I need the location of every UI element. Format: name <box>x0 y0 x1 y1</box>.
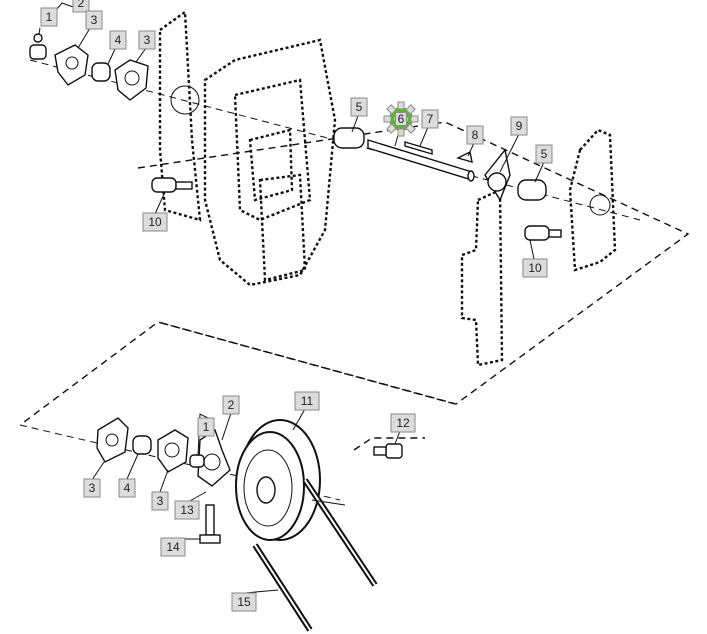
callout-2b[interactable]: 2 <box>222 395 240 415</box>
upper-frame <box>158 9 337 287</box>
belts <box>252 478 378 632</box>
callout-5b[interactable]: 5 <box>535 144 553 164</box>
callout-label: 2 <box>228 398 235 412</box>
callout-label: 3 <box>157 494 164 508</box>
callout-label: 8 <box>472 128 479 142</box>
callout-label: 10 <box>528 261 542 275</box>
callout-10[interactable]: 10 <box>142 212 168 232</box>
callout-3[interactable]: 3 <box>85 10 103 30</box>
callout-label: 1 <box>46 10 53 24</box>
callout-label: 3 <box>91 13 98 27</box>
callout-label: 10 <box>148 215 162 229</box>
callout-11[interactable]: 11 <box>294 391 320 411</box>
callout-4b[interactable]: 4 <box>118 478 136 498</box>
callout-12[interactable]: 12 <box>390 413 416 433</box>
right-frame <box>460 128 617 367</box>
callout-label: 2 <box>78 0 85 10</box>
lower-mounting-plane <box>19 321 456 451</box>
callout-2[interactable]: 2 <box>72 0 90 13</box>
callout-5[interactable]: 5 <box>350 97 368 117</box>
leader-lines <box>38 2 545 594</box>
pulley <box>235 419 403 541</box>
callout-label: 6 <box>398 112 405 126</box>
callout-8[interactable]: 8 <box>466 125 484 145</box>
callout-label: 13 <box>180 503 194 517</box>
lower-left-hardware <box>96 417 231 544</box>
callout-label: 1 <box>203 420 210 434</box>
callout-label: 3 <box>89 481 96 495</box>
callout-9[interactable]: 9 <box>510 116 528 136</box>
callout-6[interactable]: 6 <box>383 101 419 137</box>
callout-14[interactable]: 14 <box>160 537 186 557</box>
callout-7[interactable]: 7 <box>421 109 439 129</box>
callout-label: 4 <box>115 33 122 47</box>
callout-label: 14 <box>166 540 180 554</box>
callout-13[interactable]: 13 <box>174 500 200 520</box>
callout-label: 12 <box>396 416 410 430</box>
callouts: 1 2 3 4 3 5 <box>40 0 553 612</box>
callout-4[interactable]: 4 <box>109 30 127 50</box>
callout-label: 5 <box>356 100 363 114</box>
callout-15[interactable]: 15 <box>231 592 257 612</box>
callout-3b[interactable]: 3 <box>138 30 156 50</box>
upper-mounting-plane <box>137 121 690 405</box>
callout-label: 4 <box>124 481 131 495</box>
upper-left-hardware <box>29 33 149 101</box>
callout-label: 5 <box>541 147 548 161</box>
upper-shaft-assembly <box>151 127 562 241</box>
callout-label: 15 <box>237 595 251 609</box>
callout-3c[interactable]: 3 <box>83 478 101 498</box>
callout-label: 3 <box>144 33 151 47</box>
callout-3d[interactable]: 3 <box>151 491 169 511</box>
callout-1[interactable]: 1 <box>40 7 58 27</box>
callout-label: 9 <box>516 119 523 133</box>
callout-1b[interactable]: 1 <box>197 417 215 437</box>
callout-10b[interactable]: 10 <box>522 258 548 278</box>
callout-label: 7 <box>427 112 434 126</box>
callout-label: 11 <box>301 394 314 408</box>
